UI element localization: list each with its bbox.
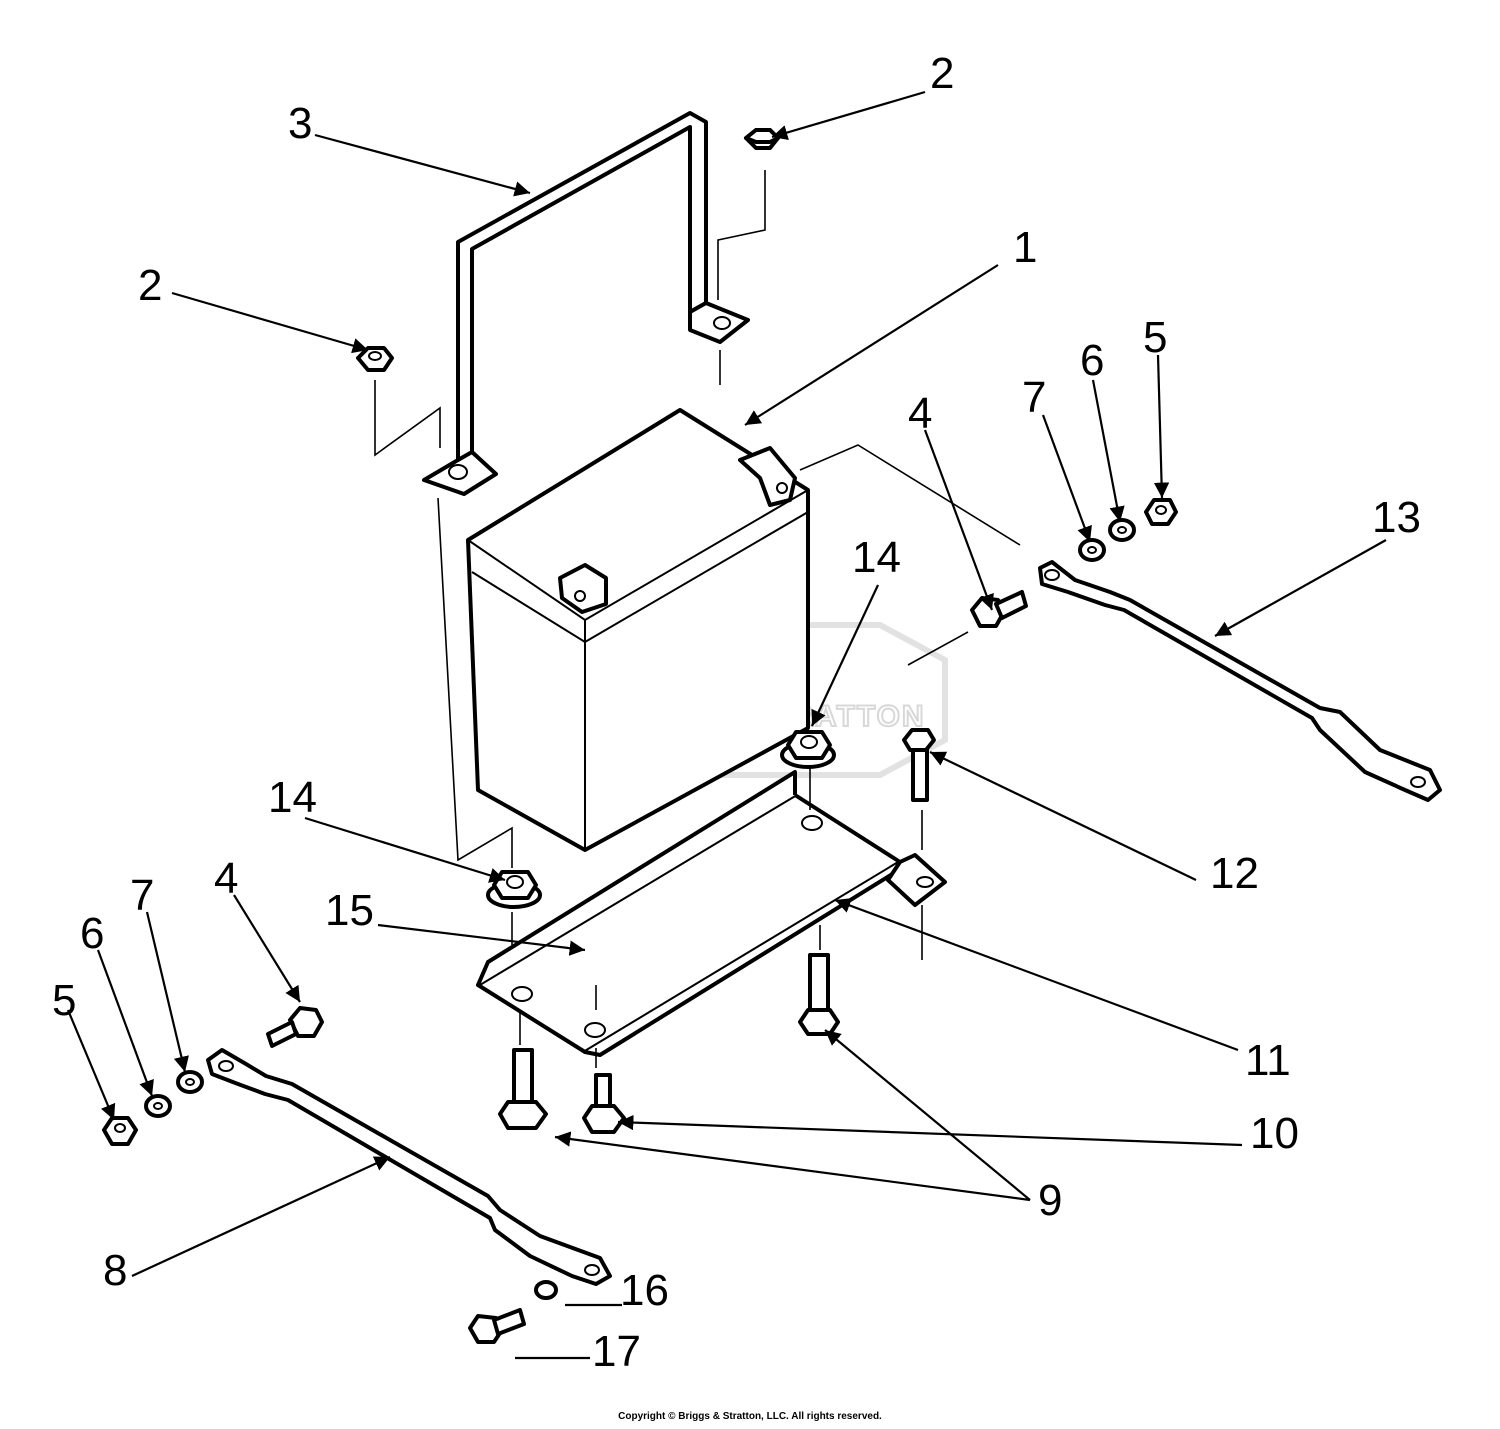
hex-nut-5-left <box>102 1116 138 1146</box>
callout-15: 15 <box>325 886 374 935</box>
bolt-4-left <box>266 1006 324 1048</box>
callout-5-right: 5 <box>1143 313 1167 362</box>
callout-11: 11 <box>1245 1036 1291 1085</box>
callout-14-left: 14 <box>268 773 317 822</box>
flange-nut-right <box>780 730 836 769</box>
callout-10: 10 <box>1250 1109 1299 1158</box>
bolt-12 <box>902 728 936 802</box>
alignment-lines <box>374 170 1021 1068</box>
bolt-9-left <box>498 1048 548 1130</box>
washer-7-left <box>176 1070 204 1094</box>
callout-1: 1 <box>1013 223 1037 272</box>
callout-8: 8 <box>103 1246 127 1295</box>
battery-cable-13 <box>1038 560 1442 802</box>
washer-16 <box>534 1280 558 1300</box>
bolt-17 <box>468 1308 526 1344</box>
callout-4-right: 4 <box>908 389 932 438</box>
battery <box>466 408 810 852</box>
battery-tray <box>476 770 947 1057</box>
callout-7-right: 7 <box>1022 373 1046 422</box>
battery-cable-8 <box>206 1048 612 1286</box>
bolt-10 <box>582 1073 626 1134</box>
copyright-notice: Copyright © Briggs & Stratton, LLC. All … <box>618 1411 882 1422</box>
washer-7-right <box>1078 538 1106 562</box>
callout-6-left: 6 <box>80 909 104 958</box>
callout-2-top: 2 <box>930 49 954 98</box>
callout-16: 16 <box>620 1266 669 1315</box>
callout-4-left: 4 <box>214 854 238 903</box>
hex-nut-5-right <box>1144 498 1178 526</box>
callout-12: 12 <box>1210 849 1259 898</box>
callout-13: 13 <box>1372 493 1421 542</box>
callout-labels: 1 2 2 3 4 4 5 5 6 6 7 7 8 9 10 11 12 13 … <box>52 49 1421 1376</box>
hex-nut-top <box>744 128 780 150</box>
lock-washer-6-right <box>1108 518 1136 542</box>
callout-5-left: 5 <box>52 976 76 1025</box>
hex-nut-left <box>356 346 394 372</box>
callout-14-right: 14 <box>852 533 901 582</box>
callout-3: 3 <box>288 99 312 148</box>
bolt-9-right <box>798 953 840 1036</box>
lock-washer-6-left <box>144 1094 172 1118</box>
callout-6-right: 6 <box>1080 336 1104 385</box>
callout-2-left: 2 <box>138 261 162 310</box>
callout-7-left: 7 <box>130 871 154 920</box>
callout-9: 9 <box>1038 1176 1062 1225</box>
bolt-4-right <box>970 590 1028 628</box>
callout-17: 17 <box>592 1327 641 1376</box>
hold-down-bracket <box>422 111 750 496</box>
leader-lines <box>66 90 1387 1360</box>
